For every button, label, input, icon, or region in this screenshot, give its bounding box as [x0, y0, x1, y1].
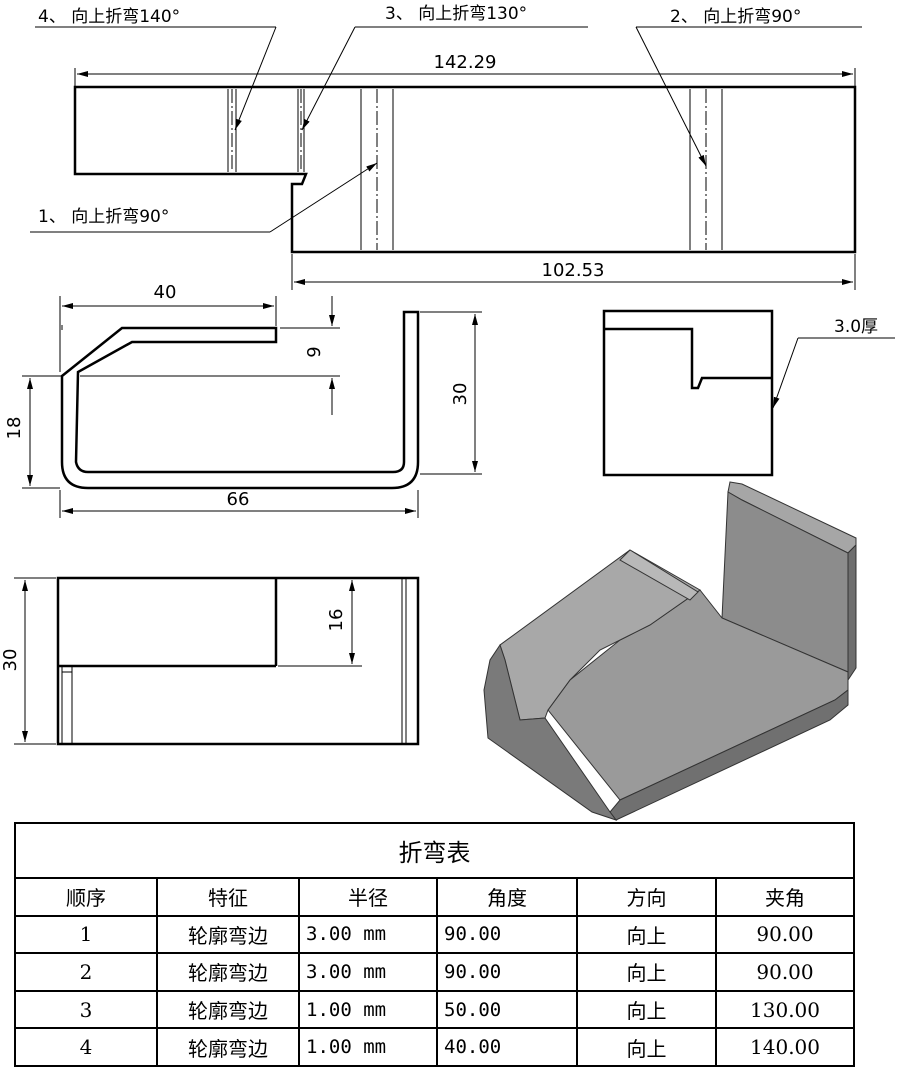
- table-row: 4 轮廓弯边 1.00 mm 40.00 向上 140.00: [14, 1027, 856, 1067]
- table-row: 3 轮廓弯边 1.00 mm 50.00 向上 130.00: [14, 989, 856, 1030]
- dim-side-right: 30: [450, 383, 471, 406]
- header-direction: 方向: [576, 876, 717, 917]
- table-header-row: 顺序 特征 半径 角度 方向 夹角: [14, 876, 856, 917]
- cell-included-angle: 90.00: [714, 914, 856, 955]
- cell-radius: 1.00 mm: [298, 989, 438, 1030]
- dim-side-bottom: 66: [227, 489, 250, 510]
- cell-angle: 50.00: [436, 989, 578, 1030]
- dim-front-slot: 16: [326, 609, 347, 632]
- cell-feature: 轮廓弯边: [156, 914, 300, 955]
- cell-direction: 向上: [576, 1027, 717, 1067]
- cell-feature: 轮廓弯边: [156, 989, 300, 1030]
- callout-bend-4: 4、 向上折弯140°: [38, 7, 180, 27]
- header-radius: 半径: [298, 876, 438, 917]
- right-view: [602, 309, 774, 477]
- table-row: 1 轮廓弯边 3.00 mm 90.00 向上 90.00: [14, 914, 856, 955]
- table-title: 折弯表: [13, 822, 856, 879]
- engineering-drawing: 142.29 102.53 4、 向上折弯140° 3、 向上折弯130° 2、…: [0, 4, 895, 821]
- cell-angle: 90.00: [436, 952, 578, 992]
- cell-order: 2: [14, 952, 158, 992]
- cell-direction: 向上: [576, 952, 717, 992]
- header-order: 顺序: [14, 876, 158, 917]
- bend-callouts: 4、 向上折弯140° 3、 向上折弯130° 2、 向上折弯90° 1、 向上…: [30, 4, 895, 409]
- side-view: 40 9 18 30 66: [4, 282, 482, 518]
- bend-table: 折弯表 顺序 特征 半径 角度 方向 夹角 1 轮廓弯边 3.00 mm 90.…: [13, 822, 856, 1067]
- cell-order: 4: [14, 1027, 158, 1067]
- cell-order: 3: [14, 989, 158, 1030]
- header-feature: 特征: [156, 876, 300, 917]
- cell-included-angle: 130.00: [714, 989, 856, 1030]
- dim-flat-lower: 102.53: [542, 260, 605, 281]
- callout-thickness: 3.0厚: [834, 317, 878, 337]
- header-included-angle: 夹角: [714, 876, 856, 917]
- dim-side-top: 40: [154, 282, 177, 303]
- flat-pattern-view: 142.29 102.53: [73, 52, 857, 290]
- cell-angle: 40.00: [436, 1027, 578, 1067]
- callout-bend-3: 3、 向上折弯130°: [385, 4, 527, 24]
- header-angle: 角度: [436, 876, 578, 917]
- cell-radius: 3.00 mm: [298, 914, 438, 955]
- cell-radius: 3.00 mm: [298, 952, 438, 992]
- cell-radius: 1.00 mm: [298, 1027, 438, 1067]
- dim-side-gap: 9: [304, 346, 325, 357]
- front-view: 30 16: [0, 576, 420, 746]
- cell-direction: 向上: [576, 914, 717, 955]
- cell-included-angle: 140.00: [714, 1027, 856, 1067]
- cell-feature: 轮廓弯边: [156, 1027, 300, 1067]
- dim-side-left: 18: [4, 417, 25, 440]
- dim-flat-total: 142.29: [434, 52, 497, 73]
- callout-bend-2: 2、 向上折弯90°: [670, 7, 801, 27]
- isometric-view: [483, 481, 857, 821]
- cell-angle: 90.00: [436, 914, 578, 955]
- cell-order: 1: [14, 914, 158, 955]
- cell-feature: 轮廓弯边: [156, 952, 300, 992]
- cell-direction: 向上: [576, 989, 717, 1030]
- table-row: 2 轮廓弯边 3.00 mm 90.00 向上 90.00: [14, 952, 856, 992]
- dim-front-left: 30: [0, 649, 21, 672]
- cell-included-angle: 90.00: [714, 952, 856, 992]
- callout-bend-1: 1、 向上折弯90°: [38, 207, 169, 227]
